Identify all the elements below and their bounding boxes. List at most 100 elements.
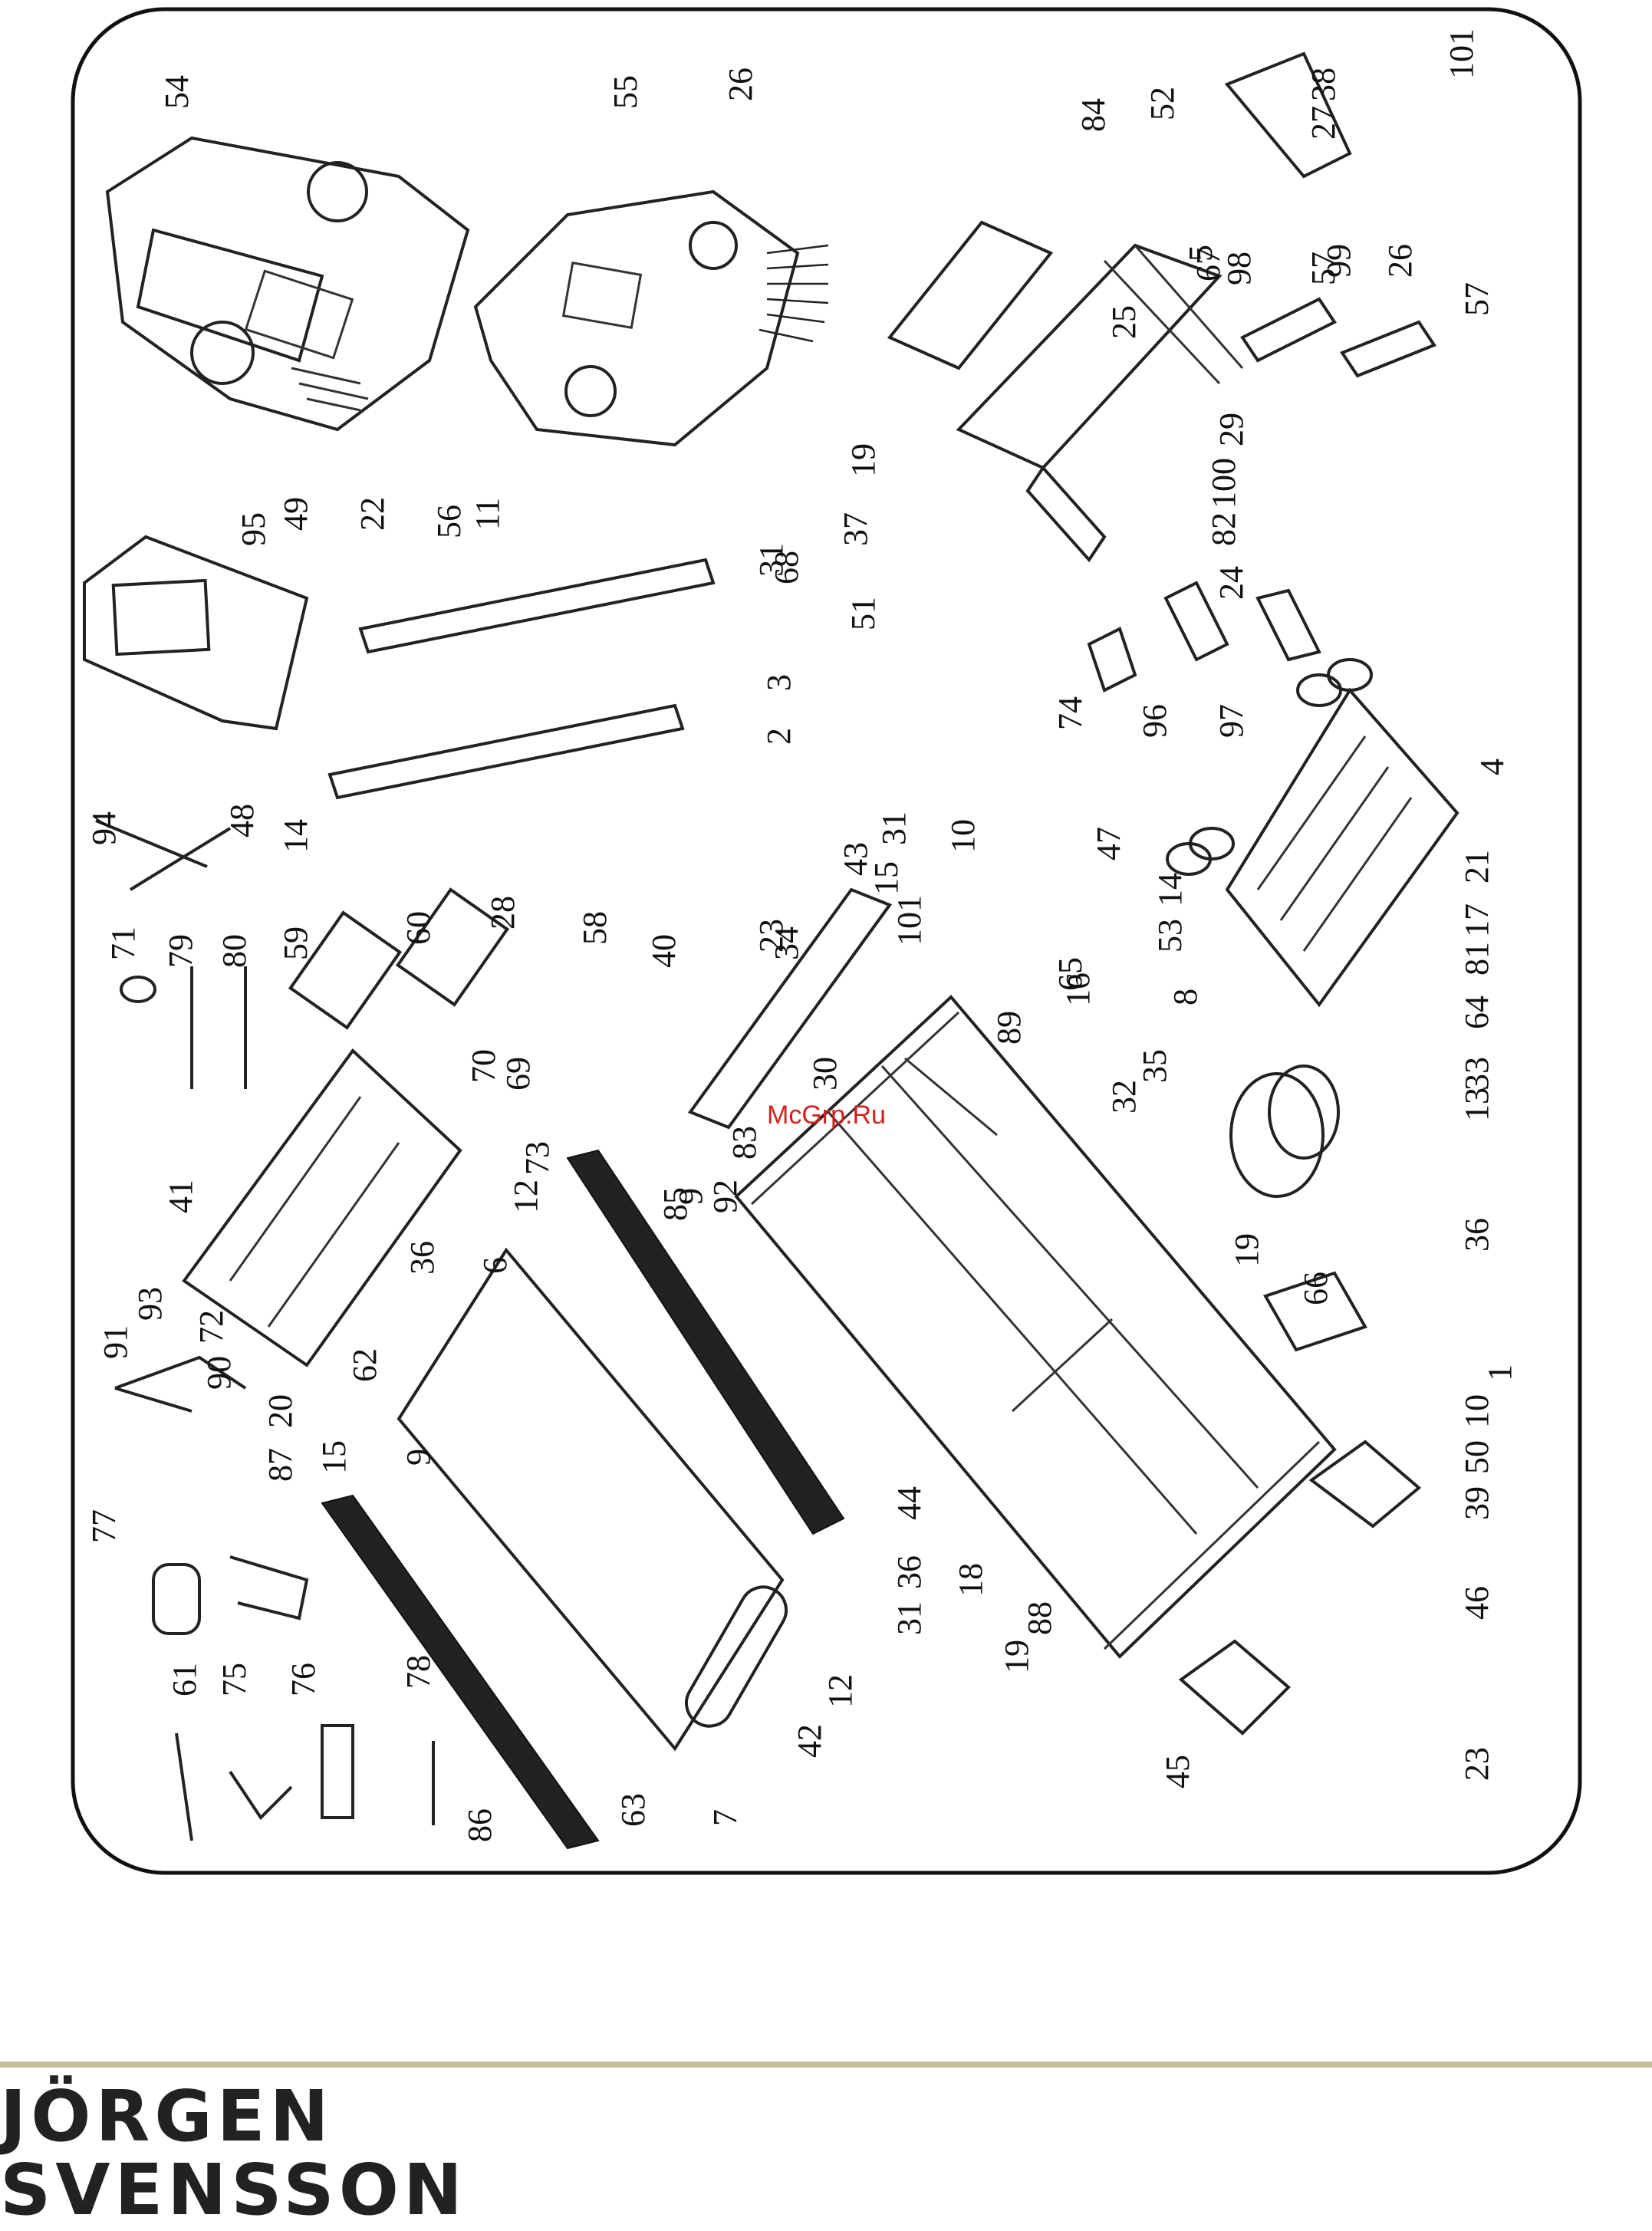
callout-label-28: 28 [484,896,522,930]
callout-label-101: 101 [890,895,928,946]
callout-label-88: 88 [1021,1601,1058,1635]
footer-rule [0,2062,1652,2068]
callout-label-22: 22 [354,497,391,531]
callout-label-89: 89 [990,1011,1028,1045]
callout-label-34: 34 [768,926,805,960]
motor-cover [687,887,893,1130]
callout-label-91: 91 [97,1325,134,1359]
callout-label-14: 14 [277,819,314,853]
callout-label-82: 82 [1205,512,1242,546]
callout-label-74: 74 [1051,696,1089,730]
callout-label-13: 13 [1458,1088,1496,1121]
callout-label-43: 43 [837,842,874,876]
callout-label-83: 83 [726,1126,763,1160]
callout-label-19: 19 [998,1640,1035,1673]
callout-label-69: 69 [499,1057,537,1091]
callout-label-6: 6 [476,1257,514,1274]
callout-label-80: 80 [216,934,253,968]
callout-label-68: 68 [768,551,805,584]
callout-label-51: 51 [844,597,882,630]
callout-label-7: 7 [706,1809,744,1826]
callout-label-19: 19 [1228,1233,1265,1267]
side-rails [327,558,716,800]
callout-label-32: 32 [1105,1080,1143,1114]
callout-label-44: 44 [890,1486,928,1520]
callout-label-2: 2 [760,728,798,745]
rear-base-frame [1166,658,1459,1008]
callout-label-18: 18 [952,1563,989,1597]
callout-label-85: 85 [657,1187,694,1221]
callout-label-21: 21 [1458,850,1496,884]
callout-label-81: 81 [1458,942,1496,976]
callout-label-66: 66 [1297,1272,1334,1305]
callout-label-9: 9 [400,1449,437,1466]
callout-label-94: 94 [85,811,123,845]
callout-label-23: 23 [752,919,790,953]
callout-label-57: 57 [1458,282,1496,316]
brand-line-2: SVENSSON [0,2149,467,2231]
callout-label-86: 86 [461,1808,499,1842]
callout-label-31: 31 [752,543,790,577]
callout-label-90: 90 [200,1356,238,1390]
callout-label-73: 73 [518,1141,556,1175]
callout-label-33: 33 [1458,1057,1496,1091]
callout-label-99: 99 [1320,244,1357,278]
side-rail-covers [321,1149,845,1850]
callout-label-17: 17 [1458,903,1496,937]
brand-line-1: JÖRGEN [0,2075,334,2157]
callout-label-67: 67 [1190,248,1227,281]
callout-label-52: 52 [1144,87,1181,120]
callout-label-72: 72 [193,1310,230,1344]
callout-label-71: 71 [104,926,142,960]
callout-label-49: 49 [277,497,314,531]
callout-label-97: 97 [1213,704,1250,738]
callout-label-37: 37 [837,512,874,546]
callout-label-26: 26 [722,67,759,101]
exploded-parts-diagram: McGrp.Ru 1234567899101011121213141415151… [71,7,1582,1875]
console-cover-assembly [473,189,829,447]
callout-label-23: 23 [1458,1747,1496,1781]
callout-label-96: 96 [1136,704,1173,738]
keypads [288,887,510,1030]
small-brackets [1087,297,1437,693]
callout-label-15: 15 [315,1440,353,1474]
callout-label-10: 10 [1458,1394,1496,1428]
callout-label-87: 87 [262,1448,299,1482]
console-assembly [105,136,470,432]
callout-label-24: 24 [1213,566,1250,600]
diagram-frame [71,7,1582,1875]
rear-feet [1178,1440,1422,1736]
callout-label-62: 62 [346,1348,383,1382]
callout-label-65: 65 [1051,957,1089,991]
callout-label-5: 5 [1182,245,1219,262]
callout-label-16: 16 [1059,972,1097,1006]
callout-label-53: 53 [1151,919,1189,953]
callout-label-75: 75 [216,1663,253,1696]
callout-label-45: 45 [1159,1755,1196,1788]
callout-label-77: 77 [85,1509,123,1543]
callout-label-58: 58 [576,911,614,945]
callout-label-38: 38 [1305,67,1342,101]
brand-logo: JÖRGEN SVENSSON [0,2080,537,2227]
callout-label-70: 70 [465,1049,502,1083]
callout-label-30: 30 [806,1057,844,1091]
callout-label-36: 36 [1458,1218,1496,1252]
callout-label-31: 31 [890,1601,928,1635]
callout-label-29: 29 [1213,413,1250,446]
callout-label-39: 39 [1458,1486,1496,1520]
callout-label-12: 12 [821,1674,859,1708]
callout-label-40: 40 [645,934,683,968]
callout-label-35: 35 [1136,1049,1173,1083]
tools-and-hardware [95,819,435,1841]
callout-label-14: 14 [1151,873,1189,907]
motor [1229,1064,1340,1198]
callout-label-95: 95 [235,512,272,546]
callout-label-55: 55 [607,75,644,109]
callout-label-12: 12 [507,1180,545,1213]
callout-label-84: 84 [1074,98,1112,132]
callout-label-36: 36 [890,1555,928,1589]
running-deck [397,1247,788,1752]
callout-label-92: 92 [706,1180,744,1213]
callout-label-3: 3 [760,674,798,691]
callout-label-25: 25 [1105,305,1143,339]
